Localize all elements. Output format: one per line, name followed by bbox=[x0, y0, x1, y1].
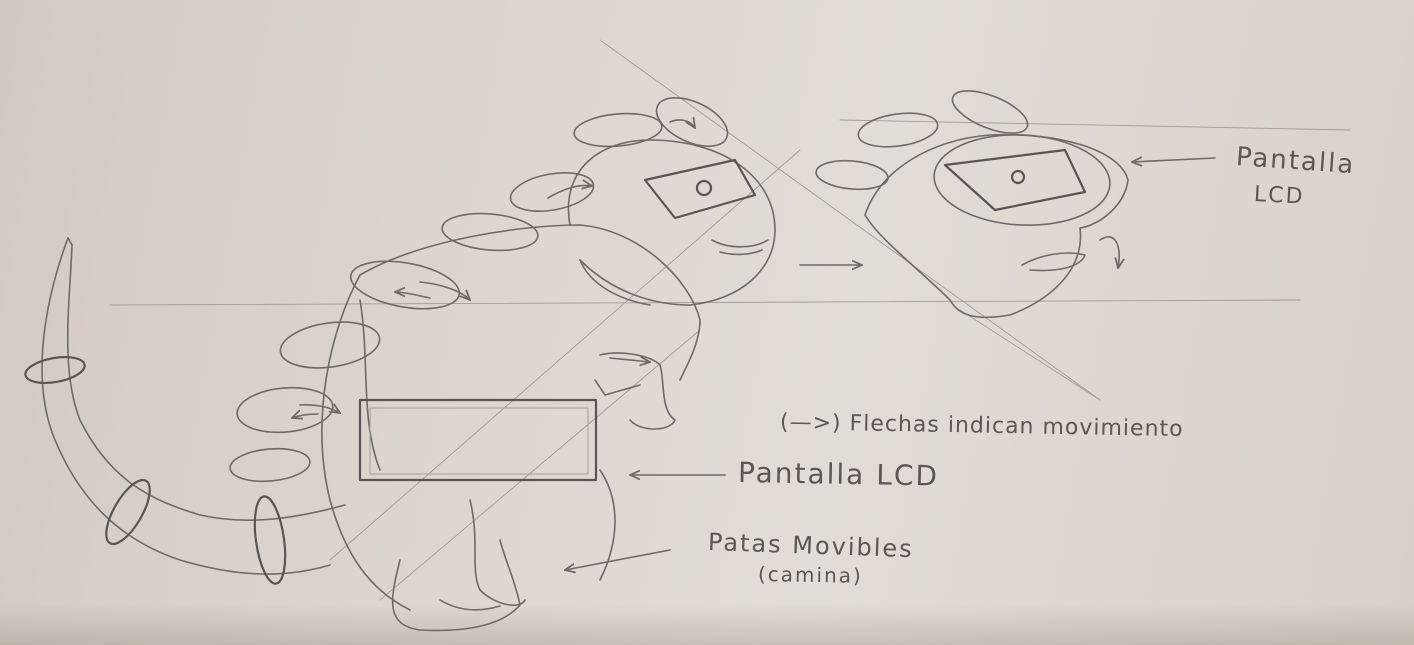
belly-screen-label: Pantalla LCD bbox=[737, 456, 940, 493]
head bbox=[567, 139, 776, 306]
tail-ring-3 bbox=[253, 495, 287, 585]
legs-pointer bbox=[565, 549, 671, 570]
detail-lcd-screen bbox=[943, 148, 1087, 212]
tail bbox=[24, 237, 346, 585]
back-leg bbox=[391, 539, 521, 632]
tail-ring-2 bbox=[105, 478, 151, 546]
tail-ring-1 bbox=[24, 355, 86, 385]
back-plates bbox=[229, 96, 729, 483]
movement-arrows bbox=[292, 120, 862, 418]
body bbox=[321, 224, 701, 632]
head-detail bbox=[815, 90, 1129, 319]
eye bbox=[695, 179, 713, 197]
belly-lcd-screen bbox=[358, 398, 598, 482]
head-screen-label-line2: LCD bbox=[1253, 182, 1306, 210]
head-lcd-screen bbox=[643, 158, 757, 220]
head-screen-pointer bbox=[1132, 158, 1216, 162]
legs-label-line2: (camina) bbox=[757, 562, 864, 588]
label-pointers bbox=[565, 158, 1216, 570]
detail-eye bbox=[1010, 169, 1026, 185]
